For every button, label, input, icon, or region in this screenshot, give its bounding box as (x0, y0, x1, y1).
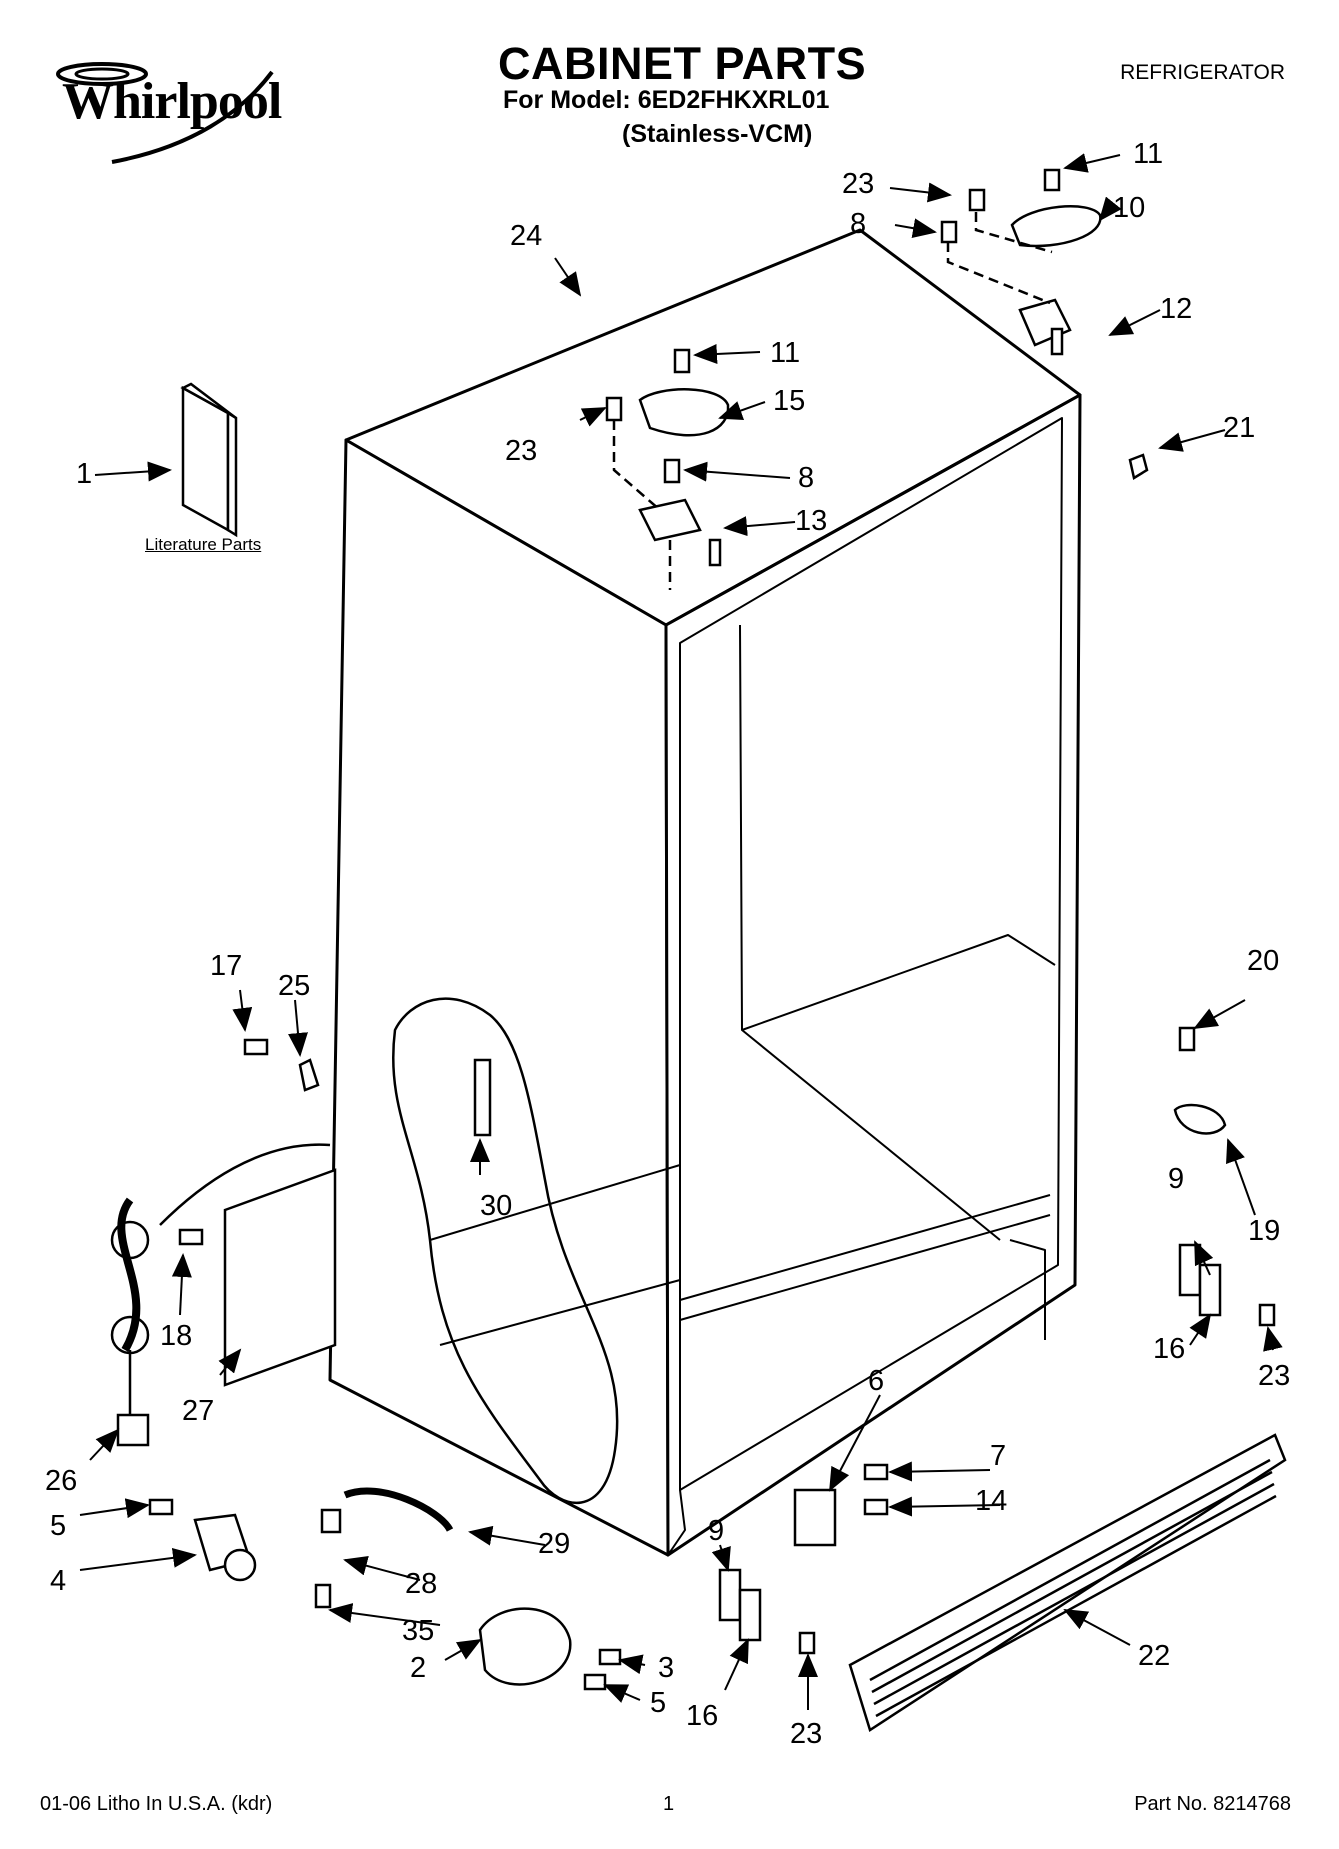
callout-19: 19 (1248, 1215, 1280, 1247)
callout-11: 11 (1133, 138, 1163, 170)
callout-1: 1 (76, 458, 92, 490)
appliance-type: REFRIGERATOR (1120, 61, 1285, 84)
callout-12: 12 (1160, 293, 1192, 325)
callout-8: 8 (850, 208, 866, 240)
callout-11b: 11 (770, 337, 800, 369)
page-title: CABINET PARTS (498, 38, 867, 89)
callout-28: 28 (405, 1568, 437, 1600)
callout-10: 10 (1113, 192, 1145, 224)
callout-22: 22 (1138, 1640, 1170, 1672)
callout-27: 27 (182, 1395, 214, 1427)
callout-16b: 16 (686, 1700, 718, 1732)
small-parts (110, 453, 1276, 1691)
callout-3: 3 (658, 1652, 674, 1684)
callout-25: 25 (278, 970, 310, 1002)
callout-35: 35 (402, 1615, 434, 1647)
callout-18: 18 (160, 1320, 192, 1352)
footer-part-number: Part No. 8214768 (1134, 1793, 1291, 1815)
callout-6: 6 (868, 1365, 884, 1397)
callout-23-bottom: 23 (790, 1718, 822, 1750)
literature-parts-label: Literature Parts (145, 535, 262, 554)
model-line: For Model: 6ED2FHKXRL01 (503, 86, 830, 114)
callout-9: 9 (1168, 1163, 1184, 1195)
callout-17: 17 (210, 950, 242, 982)
literature-booklet (180, 382, 238, 538)
callout-2: 2 (410, 1652, 426, 1684)
callout-13: 13 (795, 505, 827, 537)
callout-4: 4 (50, 1565, 66, 1597)
top-hinge-right (940, 168, 1102, 356)
callout-numbers: 1 2 3 4 5 5 6 7 8 8 9 9 10 11 11 12 13 1… (45, 138, 1290, 1750)
callout-5b: 5 (650, 1687, 666, 1719)
callout-16: 16 (1153, 1333, 1185, 1365)
footer-litho: 01-06 Litho In U.S.A. (kdr) (40, 1793, 273, 1815)
callout-30: 30 (480, 1190, 512, 1222)
variant-line: (Stainless-VCM) (622, 120, 813, 148)
callout-23-center: 23 (505, 435, 537, 467)
callout-15: 15 (773, 385, 805, 417)
top-hinge-center (605, 348, 730, 590)
callout-20: 20 (1247, 945, 1279, 977)
callout-5: 5 (50, 1510, 66, 1542)
footer-page-number: 1 (663, 1793, 675, 1815)
leader-lines (79, 153, 1283, 1710)
callout-7: 7 (990, 1440, 1006, 1472)
cabinet-shell (328, 228, 1082, 1557)
callout-29: 29 (538, 1528, 570, 1560)
callout-24: 24 (510, 220, 542, 252)
callout-14: 14 (975, 1485, 1007, 1517)
whirlpool-logo-swoosh-icon (56, 62, 274, 164)
callout-9b: 9 (708, 1515, 724, 1547)
callout-23-top: 23 (842, 168, 874, 200)
callout-8b: 8 (798, 462, 814, 494)
callout-23-right: 23 (1258, 1360, 1290, 1392)
callout-21: 21 (1223, 412, 1255, 444)
brand-logo-text: Whirlpool (62, 73, 282, 130)
callout-26: 26 (45, 1465, 77, 1497)
toe-grille (848, 1433, 1287, 1732)
